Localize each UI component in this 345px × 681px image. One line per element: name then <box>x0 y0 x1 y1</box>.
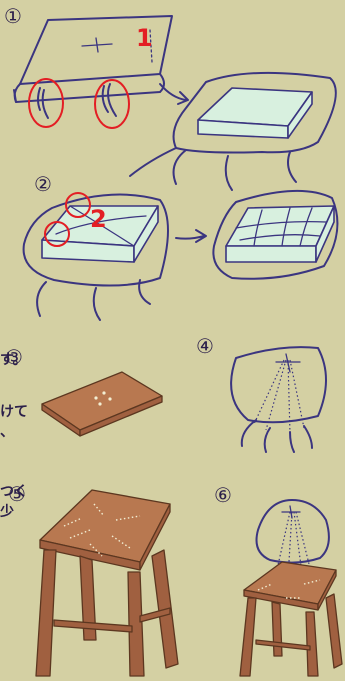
red-mark-2: 2 <box>90 205 107 233</box>
step-number-2: ② <box>34 172 52 196</box>
red-circle-left <box>29 79 63 127</box>
red-circle-right <box>95 80 129 128</box>
text-fragment-1: す。 <box>0 349 27 369</box>
arrow-right-icon <box>176 230 206 242</box>
quilted-cushion <box>213 191 337 279</box>
step5-stool <box>36 490 178 676</box>
text-fragment-3: 、 <box>0 421 14 441</box>
text-fragment-4: つく <box>0 481 28 501</box>
step4-cushion-ties <box>231 347 326 452</box>
text-fragment-2: けて <box>0 401 28 421</box>
step6-stool-cushion <box>240 500 342 676</box>
step3-board <box>42 372 162 436</box>
step-number-6: ⑥ <box>214 483 232 507</box>
red-mark-1: 1 <box>136 24 153 52</box>
text-fragment-5: 少 <box>0 501 14 521</box>
step-number-4: ④ <box>196 334 214 358</box>
step-number-1: ① <box>4 4 22 28</box>
